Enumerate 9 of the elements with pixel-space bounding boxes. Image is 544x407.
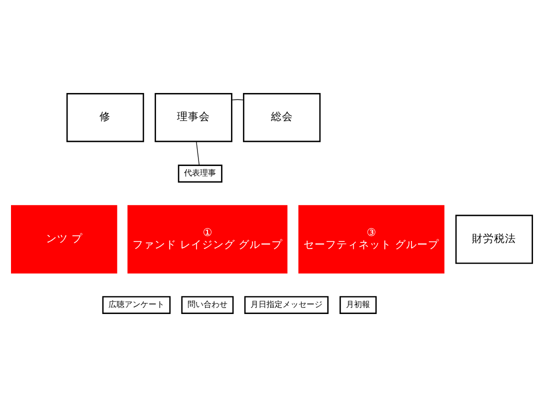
node-box: ③ セーフティネット グループ xyxy=(298,205,444,274)
node-box: 理事会 xyxy=(154,93,232,142)
node-box: ンツ プ xyxy=(11,205,118,274)
connector xyxy=(231,99,244,100)
node-box: ① ファンド レイジング グループ xyxy=(127,205,288,274)
connector xyxy=(196,141,200,166)
node-box: 総会 xyxy=(242,93,321,142)
node-box: 財労税法 xyxy=(455,214,533,264)
node-box: 修 xyxy=(66,93,144,142)
